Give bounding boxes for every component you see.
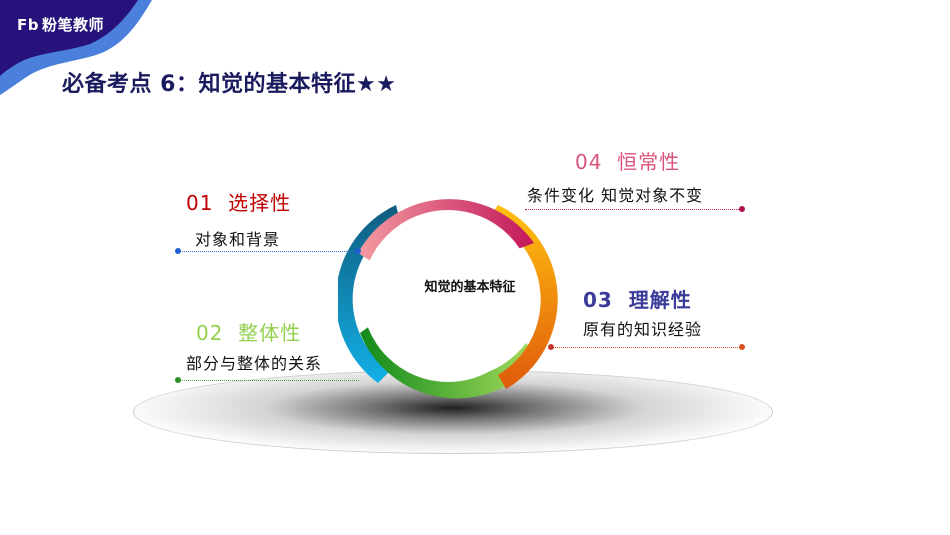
item-02-leader-line [179, 380, 359, 381]
item-03-name: 理解性 [628, 288, 692, 312]
page-title: 必备考点 6：知觉的基本特征★★ [62, 72, 397, 97]
item-02-name: 整体性 [238, 321, 302, 345]
item-02-desc: 部分与整体的关系 [186, 354, 323, 373]
item-03-title: 03 理解性 [583, 284, 692, 313]
logo-text: 粉笔教师 [41, 16, 104, 34]
logo-mark: Fb [17, 15, 39, 34]
item-01-number: 01 [186, 191, 214, 215]
item-04-leader-line [525, 209, 743, 210]
item-02-title: 02 整体性 [196, 317, 301, 346]
item-04-number: 04 [575, 150, 603, 174]
item-03-leader-line [552, 347, 742, 348]
item-01-desc: 对象和背景 [195, 230, 281, 249]
item-02-number: 02 [196, 321, 224, 345]
item-02-dot [175, 377, 181, 383]
item-04-title: 04 恒常性 [575, 146, 680, 175]
brand-corner-shape [0, 0, 152, 95]
item-01-ring-dot [355, 248, 361, 254]
brand-logo: Fb 粉笔教师 [17, 14, 104, 35]
item-04-name: 恒常性 [617, 150, 681, 174]
item-03-desc: 原有的知识经验 [583, 320, 703, 339]
item-03-number: 03 [583, 288, 613, 312]
item-01-name: 选择性 [228, 191, 292, 215]
item-04-dot [739, 206, 745, 212]
item-03-dot [739, 344, 745, 350]
center-label: 知觉的基本特征 [424, 280, 516, 295]
cycle-ring [338, 199, 558, 399]
item-01-title: 01 选择性 [186, 187, 291, 216]
item-04-desc: 条件变化 知觉对象不变 [527, 186, 704, 205]
item-01-dot [175, 248, 181, 254]
item-03-ring-dot [548, 344, 554, 350]
item-01-leader-line [179, 251, 359, 252]
